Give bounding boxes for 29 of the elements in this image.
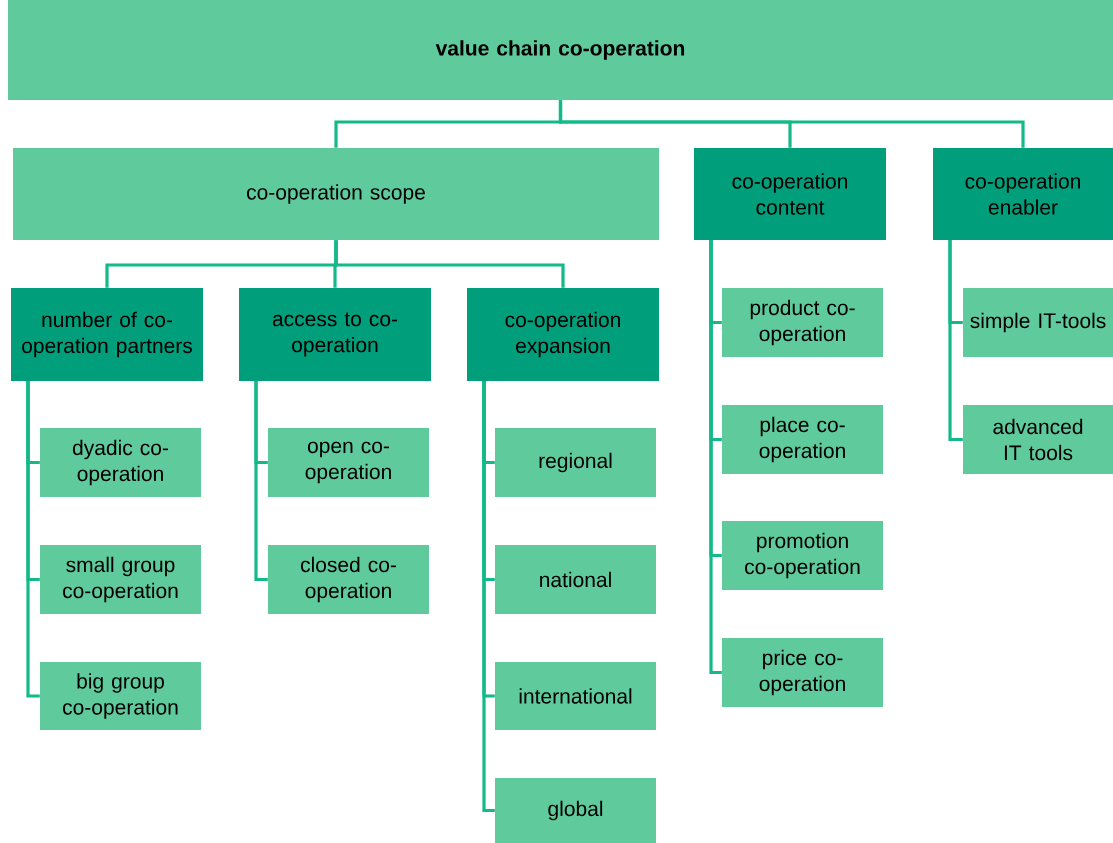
item-box: closed co-operation xyxy=(268,545,429,614)
category-box: co-operation scope xyxy=(13,148,659,240)
item-box: regional xyxy=(495,428,656,497)
connector-line xyxy=(482,381,495,813)
item-box: simple IT-tools xyxy=(963,288,1113,357)
item-box: global xyxy=(495,778,656,843)
category-box: access to co-operation xyxy=(239,288,431,381)
item-box: national xyxy=(495,545,656,614)
item-box: price co-operation xyxy=(722,638,883,707)
connector-line xyxy=(254,381,268,582)
item-box: dyadic co-operation xyxy=(40,428,201,497)
item-box: small group co-operation xyxy=(40,545,201,614)
category-box: number of co-operation partners xyxy=(11,288,203,381)
connector-line xyxy=(558,100,1025,148)
item-box: international xyxy=(495,662,656,730)
category-box: co-operation expansion xyxy=(467,288,659,381)
item-box: big group co-operation xyxy=(40,662,201,730)
item-box: product co-operation xyxy=(722,288,883,357)
connector-line xyxy=(26,381,40,698)
item-box: open co-operation xyxy=(268,428,429,497)
heading-box: value chain co-operation xyxy=(8,0,1113,100)
category-box: co-operation content xyxy=(694,148,886,240)
connector-line xyxy=(334,240,565,288)
category-box: co-operation enabler xyxy=(933,148,1113,240)
item-box: advanced IT tools xyxy=(963,405,1113,474)
item-box: promotion co-operation xyxy=(722,521,883,590)
connector-line xyxy=(948,240,963,442)
connector-line xyxy=(709,240,722,675)
item-box: place co-operation xyxy=(722,405,883,474)
